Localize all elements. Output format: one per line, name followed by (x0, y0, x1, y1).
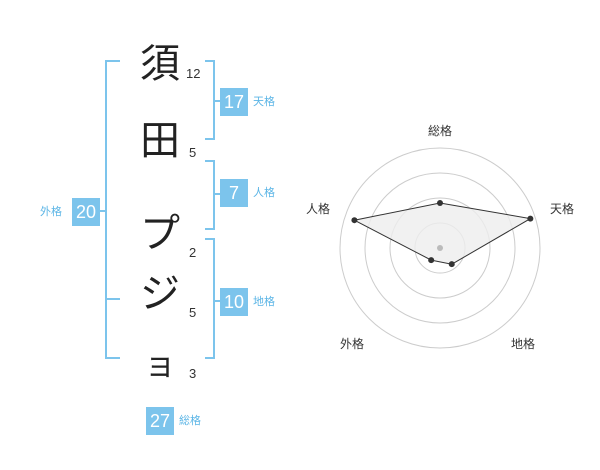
radar-label-soukaku: 総格 (428, 124, 453, 138)
stroke-count-4: 5 (189, 305, 197, 320)
jinkaku-label: 人格 (253, 186, 275, 199)
gaikaku-bracket-vertical (105, 60, 107, 359)
tenkaku-value-badge: 17 (220, 88, 248, 116)
name-char-1: 須 (140, 41, 180, 87)
radar-point-3 (428, 257, 435, 264)
gaikaku-bracket-bottom (105, 357, 120, 359)
radar-grid-ring (364, 172, 516, 324)
name-char-3: プ (140, 211, 180, 257)
gaikaku-bracket-top (105, 60, 120, 62)
name-char-4: ジ (140, 271, 180, 317)
chikaku-bracket-bottom (205, 357, 215, 359)
radar-grid-ring (339, 147, 541, 349)
radar-label-jinkaku: 人格 (306, 202, 331, 216)
stroke-count-3: 2 (189, 245, 197, 260)
tenkaku-bracket-top (205, 60, 215, 62)
gaikaku-bracket-mid (105, 298, 120, 300)
radar-label-gaikaku: 外格 (340, 337, 365, 351)
radar-point-1 (527, 215, 534, 222)
tenkaku-label: 天格 (253, 95, 275, 108)
name-char-5: ョ (143, 345, 176, 383)
jinkaku-connector (213, 193, 220, 195)
jinkaku-bracket-vertical (213, 160, 215, 230)
chikaku-connector (213, 300, 220, 302)
radar-point-2 (448, 261, 455, 268)
radar-polygon (352, 202, 532, 265)
chikaku-label: 地格 (253, 295, 275, 308)
jinkaku-bracket-top (205, 160, 215, 162)
radar-label-tenkaku: 天格 (550, 202, 575, 216)
stroke-count-2: 5 (189, 145, 197, 160)
soukaku-label: 総格 (179, 414, 201, 427)
radar-points (351, 200, 534, 268)
radar-point-0 (437, 200, 443, 206)
radar-center-point (437, 245, 443, 251)
chikaku-bracket-top (205, 238, 215, 240)
tenkaku-bracket-bottom (205, 138, 215, 140)
gaikaku-value-badge: 20 (72, 198, 100, 226)
radar-grid (339, 147, 541, 349)
stroke-count-5: 3 (189, 366, 197, 381)
jinkaku-value-badge: 7 (220, 179, 248, 207)
name-char-2: 田 (140, 118, 180, 164)
gaikaku-connector (100, 210, 106, 212)
radar-point-4 (351, 217, 358, 224)
jinkaku-bracket-bottom (205, 228, 215, 230)
chikaku-value-badge: 10 (220, 288, 248, 316)
radar-label-chikaku: 地格 (511, 337, 536, 351)
tenkaku-connector (213, 100, 220, 102)
radar-grid-ring (389, 197, 491, 299)
soukaku-value-badge: 27 (146, 407, 174, 435)
gaikaku-label: 外格 (40, 205, 62, 218)
chikaku-bracket-vertical (213, 238, 215, 359)
stroke-count-1: 12 (186, 66, 201, 81)
